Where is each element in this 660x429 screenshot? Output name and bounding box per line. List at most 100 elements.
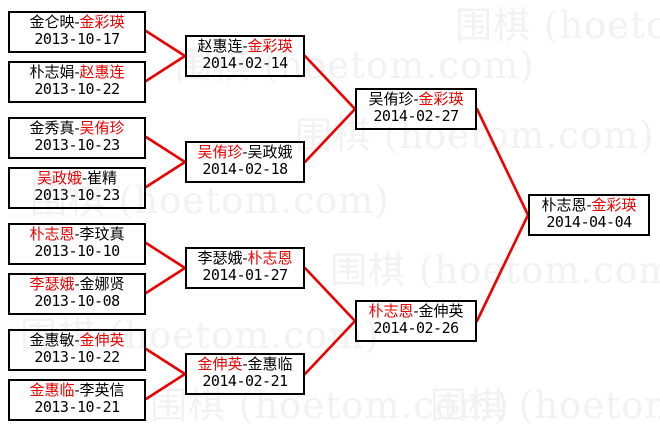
connector-line (144, 160, 187, 189)
player-left: 金秀真 (29, 119, 75, 137)
match-players: 金仑映-金彩瑛 (10, 15, 144, 30)
match-box[interactable]: 金秀真-吴侑珍 2013-10-23 (8, 117, 146, 159)
separator: - (242, 355, 248, 373)
match-box[interactable]: 李瑟娥-金娜贤 2013-10-08 (8, 273, 146, 315)
connector-line (303, 107, 357, 164)
separator: - (81, 169, 88, 187)
match-players: 吴政娥-崔精 (10, 171, 144, 186)
player-right: 朴志恩 (247, 249, 293, 267)
match-date: 2014-02-14 (202, 54, 288, 72)
match-players: 赵惠连-金彩瑛 (187, 39, 303, 54)
match-players: 金惠临-李英信 (10, 383, 144, 398)
match-date: 2013-10-22 (34, 348, 120, 366)
separator: - (74, 275, 80, 293)
player-right: 金惠临 (247, 355, 293, 373)
match-date: 2013-10-10 (34, 242, 120, 260)
connector-line (475, 107, 530, 217)
match-box-final[interactable]: 朴志恩-金彩瑛 2014-04-04 (528, 194, 650, 236)
match-date: 2014-02-27 (373, 107, 459, 125)
separator: - (242, 249, 248, 267)
connector-line (303, 54, 357, 111)
match-players: 李瑟娥-金娜贤 (10, 277, 144, 292)
separator: - (242, 143, 248, 161)
match-box[interactable]: 金伸英-金惠临 2014-02-21 (185, 353, 305, 395)
match-box[interactable]: 赵惠连-金彩瑛 2014-02-14 (185, 35, 305, 77)
player-left: 吴侑珍 (197, 143, 243, 161)
player-left: 朴志恩 (368, 302, 414, 320)
match-box[interactable]: 金仑映-金彩瑛 2013-10-17 (8, 11, 146, 53)
separator: - (74, 225, 80, 243)
player-left: 金惠敏 (29, 331, 75, 349)
player-right: 金娜贤 (79, 275, 125, 293)
player-left: 朴志恩 (29, 225, 75, 243)
player-right: 崔精 (87, 169, 118, 187)
separator: - (74, 63, 80, 81)
match-box[interactable]: 朴志娟-赵惠连 2013-10-22 (8, 61, 146, 103)
match-box[interactable]: 朴志恩-李玟真 2013-10-10 (8, 223, 146, 265)
match-date: 2014-02-21 (202, 372, 288, 390)
player-right: 金彩瑛 (591, 196, 637, 214)
connector-line (144, 266, 187, 295)
match-box[interactable]: 金惠敏-金伸英 2013-10-22 (8, 329, 146, 371)
player-left: 吴侑珍 (368, 90, 414, 108)
player-right: 吴政娥 (247, 143, 293, 161)
match-players: 金伸英-金惠临 (187, 357, 303, 372)
player-right: 赵惠连 (79, 63, 125, 81)
match-players: 吴侑珍-吴政娥 (187, 145, 303, 160)
match-players: 李瑟娥-朴志恩 (187, 251, 303, 266)
player-left: 赵惠连 (197, 37, 243, 55)
match-box[interactable]: 李瑟娥-朴志恩 2014-01-27 (185, 247, 305, 289)
connector-line (144, 29, 187, 58)
player-left: 金惠临 (29, 381, 75, 399)
player-left: 金伸英 (197, 355, 243, 373)
player-right: 李英信 (79, 381, 125, 399)
player-left: 李瑟娥 (29, 275, 75, 293)
match-players: 朴志恩-李玟真 (10, 227, 144, 242)
player-left: 李瑟娥 (197, 249, 243, 267)
match-box[interactable]: 金惠临-李英信 2013-10-21 (8, 379, 146, 421)
connector-line (144, 241, 187, 270)
player-right: 金彩瑛 (418, 90, 464, 108)
watermark-text: 围棋 (hoetom.com) (330, 249, 660, 292)
player-right: 金伸英 (79, 331, 125, 349)
separator: - (74, 381, 80, 399)
match-date: 2013-10-22 (34, 80, 120, 98)
separator: - (74, 13, 80, 31)
match-date: 2014-02-18 (202, 160, 288, 178)
player-right: 金伸英 (418, 302, 464, 320)
player-right: 吴侑珍 (79, 119, 125, 137)
connector-line (475, 213, 530, 323)
match-date: 2014-04-04 (546, 213, 632, 231)
connector-line (144, 372, 187, 401)
match-date: 2013-10-08 (34, 292, 120, 310)
match-date: 2013-10-17 (34, 30, 120, 48)
match-date: 2013-10-23 (34, 136, 120, 154)
match-players: 金惠敏-金伸英 (10, 333, 144, 348)
connector-line (144, 54, 187, 83)
match-box[interactable]: 吴政娥-崔精 2013-10-23 (8, 167, 146, 209)
player-left: 朴志恩 (541, 196, 587, 214)
player-right: 金彩瑛 (79, 13, 125, 31)
watermark-text: 围棋 (hoetom.com) (455, 4, 660, 47)
separator: - (242, 37, 248, 55)
match-box[interactable]: 朴志恩-金伸英 2014-02-26 (355, 300, 477, 342)
player-left: 朴志娟 (29, 63, 75, 81)
separator: - (586, 196, 592, 214)
match-date: 2013-10-21 (34, 398, 120, 416)
player-right: 李玟真 (79, 225, 125, 243)
separator: - (74, 119, 80, 137)
separator: - (74, 331, 80, 349)
player-left: 吴政娥 (36, 169, 82, 187)
connector-line (144, 135, 187, 164)
match-box[interactable]: 吴侑珍-吴政娥 2014-02-18 (185, 141, 305, 183)
player-left: 金仑映 (29, 13, 75, 31)
player-right: 金彩瑛 (247, 37, 293, 55)
match-players: 朴志恩-金伸英 (357, 304, 475, 319)
separator: - (413, 302, 419, 320)
connector-line (303, 266, 357, 323)
connector-line (303, 319, 357, 376)
match-players: 金秀真-吴侑珍 (10, 121, 144, 136)
match-box[interactable]: 吴侑珍-金彩瑛 2014-02-27 (355, 88, 477, 130)
match-players: 朴志恩-金彩瑛 (530, 198, 648, 213)
